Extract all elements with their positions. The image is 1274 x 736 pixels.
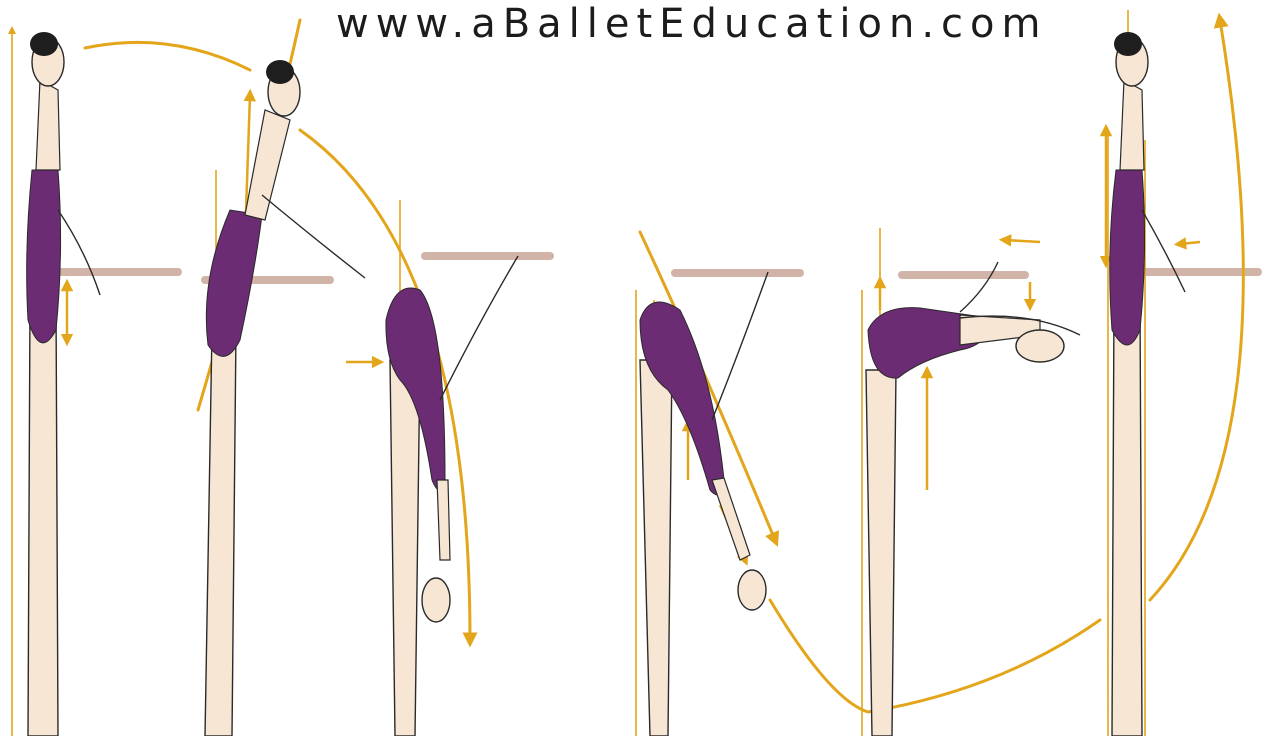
- dancer-figure-4: [640, 272, 768, 736]
- arc-head-1: [85, 42, 250, 70]
- dancer-figure-6: [1110, 32, 1185, 736]
- arc-fold-down: [300, 130, 470, 640]
- dancer-figure-1: [27, 32, 100, 736]
- dancer-figure-2: [205, 60, 365, 736]
- dancer-figure-3: [386, 256, 518, 736]
- arc-return: [1150, 20, 1243, 600]
- arc-rise-up: [770, 600, 1100, 712]
- vertical-guides: [12, 10, 1145, 736]
- dancer-figure-5: [866, 262, 1080, 736]
- watermark-text: www.aBalletEducation.com: [336, 2, 936, 46]
